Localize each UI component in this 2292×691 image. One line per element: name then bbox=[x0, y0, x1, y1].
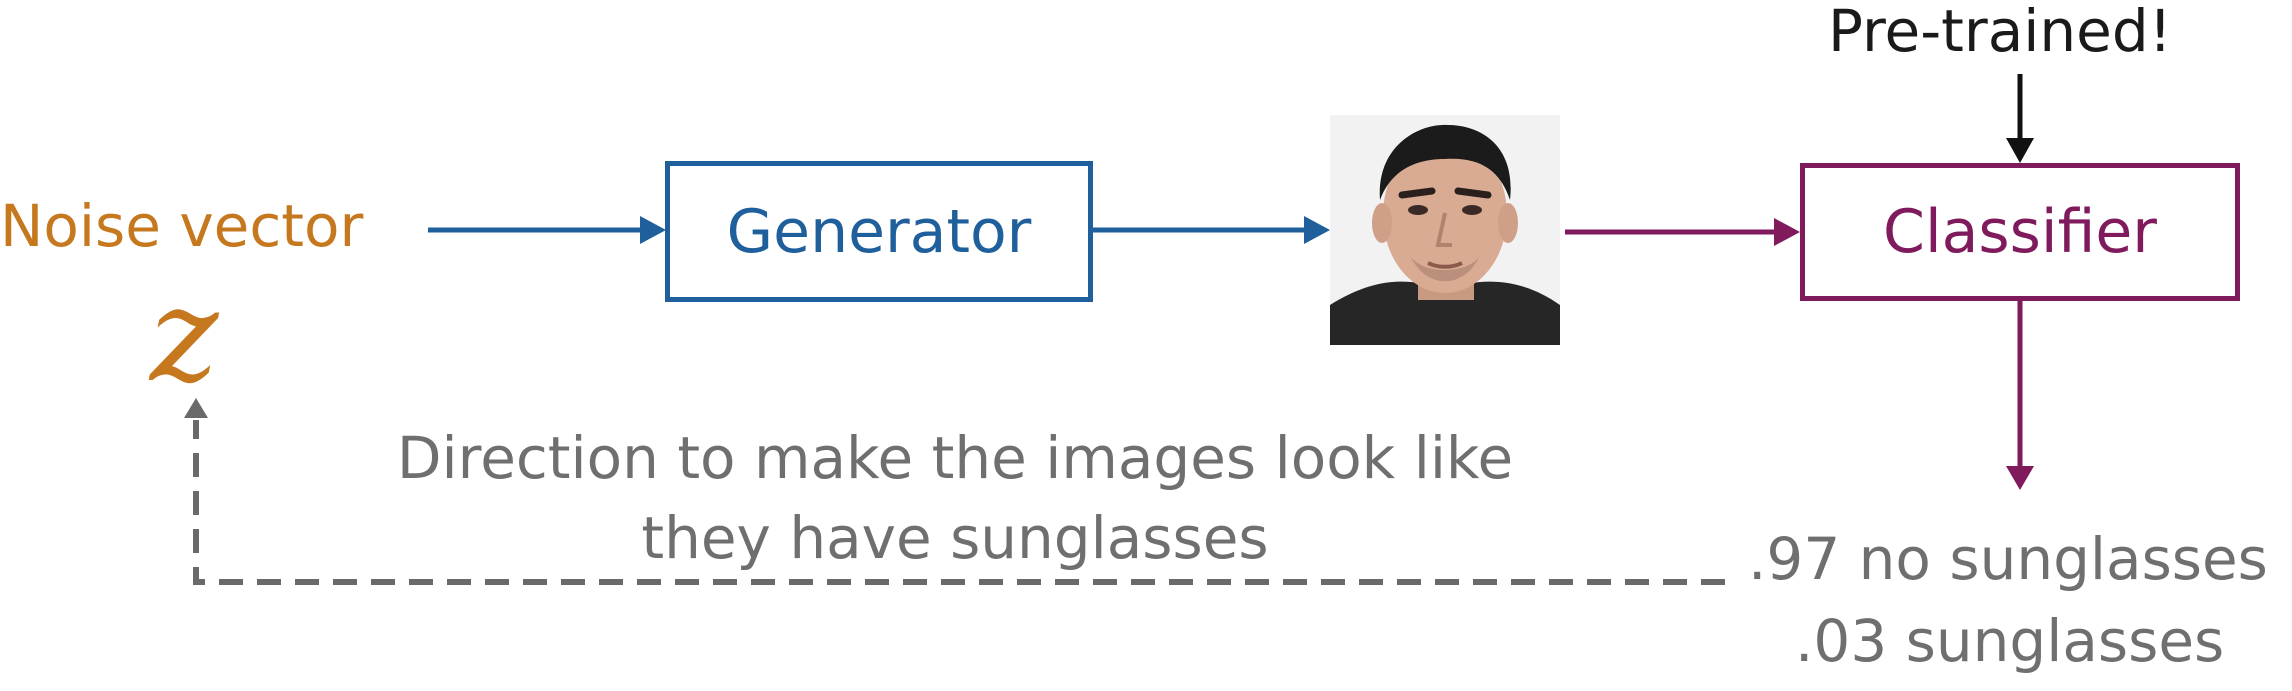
score-sunglasses: .03 sunglasses bbox=[1795, 607, 2225, 675]
direction-annotation: Direction to make the images look like t… bbox=[396, 424, 1514, 572]
generator-label: Generator bbox=[726, 196, 1032, 267]
arrow-generator-to-image bbox=[1093, 216, 1330, 244]
pretrained-label: Pre-trained! bbox=[1828, 0, 2172, 65]
noise-vector-label: Noise vector bbox=[0, 192, 364, 260]
arrow-image-to-classifier bbox=[1565, 218, 1800, 246]
generator-box: Generator bbox=[665, 161, 1093, 302]
dashed-feedback-arrow bbox=[184, 398, 1725, 585]
classifier-box: Classifier bbox=[1800, 163, 2240, 301]
arrow-classifier-to-scores bbox=[2006, 301, 2034, 490]
score-no-sunglasses: .97 no sunglasses bbox=[1748, 525, 2268, 593]
arrow-noise-to-generator bbox=[428, 216, 666, 244]
z-symbol: z bbox=[150, 259, 219, 411]
classifier-label: Classifier bbox=[1883, 197, 2157, 267]
arrow-pretrained-to-classifier bbox=[2006, 74, 2034, 163]
generated-face-image bbox=[1330, 115, 1560, 345]
